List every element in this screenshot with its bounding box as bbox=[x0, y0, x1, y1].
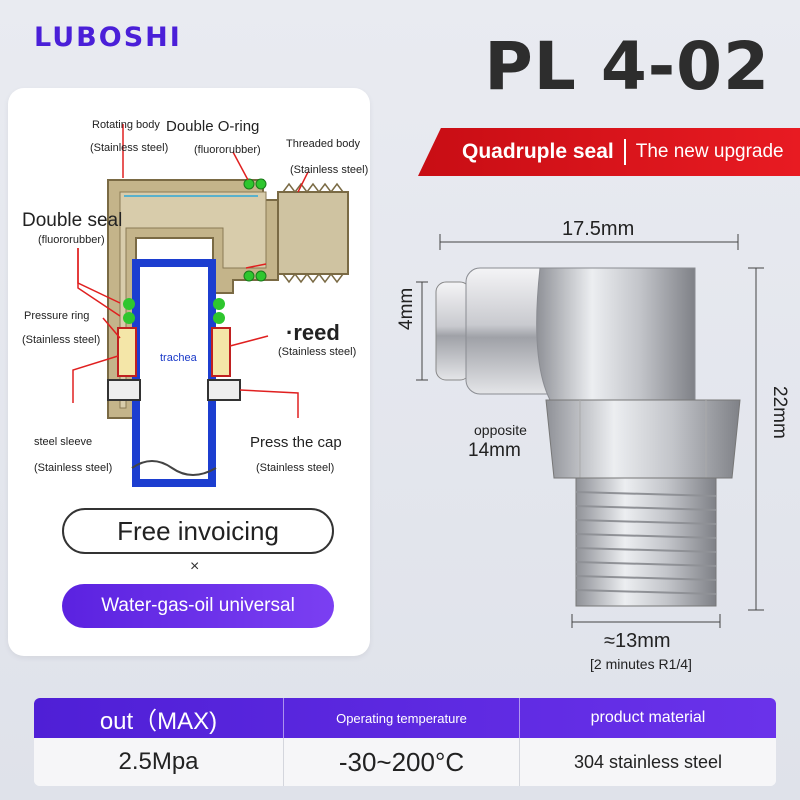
hex-opposite-label: opposite bbox=[474, 422, 527, 438]
label-double-oring-material: (fluororubber) bbox=[194, 144, 261, 156]
thread-size: ≈13mm bbox=[604, 630, 671, 652]
hex-nut bbox=[545, 399, 741, 479]
trachea-tube bbox=[132, 259, 216, 487]
label-rotating-body-material: (Stainless steel) bbox=[90, 142, 169, 154]
label-threaded-body: Threaded body bbox=[286, 138, 360, 150]
spec-header-temperature: Operating temperature bbox=[284, 698, 520, 738]
press-cap-left bbox=[107, 379, 141, 401]
label-double-seal-material: (fluororubber) bbox=[38, 234, 105, 246]
oring-2 bbox=[255, 178, 267, 190]
spec-table-header: out（MAX) Operating temperature product m… bbox=[34, 698, 776, 738]
cross-section-card: Rotating body (Stainless steel) Double O… bbox=[8, 88, 370, 656]
thread-spec: [2 minutes R1/4] bbox=[590, 656, 692, 672]
label-threaded-body-material: (Stainless steel) bbox=[290, 164, 369, 176]
thread-teeth bbox=[282, 182, 344, 284]
tube-bottom-wave bbox=[131, 460, 217, 476]
spec-header-material: product material bbox=[590, 709, 706, 726]
collet-left bbox=[117, 327, 137, 377]
thread-stem bbox=[575, 477, 717, 607]
label-rotating-body: Rotating body bbox=[92, 119, 160, 131]
spec-value-material: 304 stainless steel bbox=[573, 751, 723, 772]
seal-left-1 bbox=[123, 298, 135, 310]
width-dimension: 17.5mm bbox=[562, 218, 635, 240]
oring-3 bbox=[243, 270, 255, 282]
label-reed: ·reed bbox=[286, 320, 340, 345]
inner-channel bbox=[119, 191, 267, 409]
label-double-oring: Double O-ring bbox=[166, 118, 260, 135]
banner-feature: Quadruple seal bbox=[462, 140, 614, 163]
product-elbow-fitting bbox=[416, 234, 764, 628]
spec-value-pressure: 2.5Mpa bbox=[34, 738, 284, 786]
collet-right bbox=[211, 327, 231, 377]
banner-tagline: The new upgrade bbox=[635, 141, 784, 162]
height-dimension: 22mm bbox=[769, 386, 790, 439]
oring-1 bbox=[243, 178, 255, 190]
label-press-cap: Press the cap bbox=[250, 434, 342, 451]
label-press-cap-material: (Stainless steel) bbox=[256, 462, 335, 474]
brand-logo: LUBOSHI bbox=[34, 22, 182, 53]
oring-4 bbox=[255, 270, 267, 282]
width-dimension-line bbox=[439, 234, 739, 250]
spec-table-row: 2.5Mpa -30~200°C 304 stainless steel bbox=[34, 738, 776, 786]
hex-size: 14mm bbox=[468, 440, 521, 461]
thread-dimension-line bbox=[571, 614, 721, 628]
cross-section-diagram bbox=[72, 124, 349, 487]
label-double-seal: Double seal bbox=[22, 210, 123, 231]
tube-dimension-line bbox=[416, 281, 428, 381]
label-steel-sleeve-material: (Stainless steel) bbox=[34, 462, 113, 474]
thread-ridges bbox=[575, 491, 717, 595]
elbow-body bbox=[536, 267, 696, 401]
label-steel-sleeve: steel sleeve bbox=[34, 436, 93, 448]
threaded-body-shape bbox=[277, 191, 349, 275]
spec-value-temperature: -30~200°C bbox=[284, 738, 520, 786]
press-cap-right bbox=[207, 379, 241, 401]
tube-dimension: 4mm bbox=[396, 287, 417, 330]
label-pressure-ring-material: (Stainless steel) bbox=[22, 334, 101, 346]
callout-arrows bbox=[72, 124, 309, 418]
seal-left-2 bbox=[123, 312, 135, 324]
height-dimension-line bbox=[748, 267, 764, 611]
feature-banner: Quadruple seal The new upgrade bbox=[418, 128, 800, 176]
spec-table: out（MAX) Operating temperature product m… bbox=[34, 698, 776, 786]
label-trachea: trachea bbox=[160, 352, 197, 364]
times-sign: × bbox=[190, 558, 200, 575]
label-reed-material: (Stainless steel) bbox=[278, 346, 357, 358]
banner-divider bbox=[623, 139, 626, 165]
seal-right-1 bbox=[213, 298, 225, 310]
seal-right-2 bbox=[213, 312, 225, 324]
model-title: PL 4-02 bbox=[484, 28, 770, 105]
universal-pill: Water-gas-oil universal bbox=[62, 584, 334, 628]
free-invoicing-pill: Free invoicing bbox=[62, 508, 334, 554]
release-button bbox=[435, 281, 471, 381]
label-pressure-ring: Pressure ring bbox=[24, 310, 90, 322]
spec-header-pressure: out（MAX) bbox=[34, 698, 284, 738]
